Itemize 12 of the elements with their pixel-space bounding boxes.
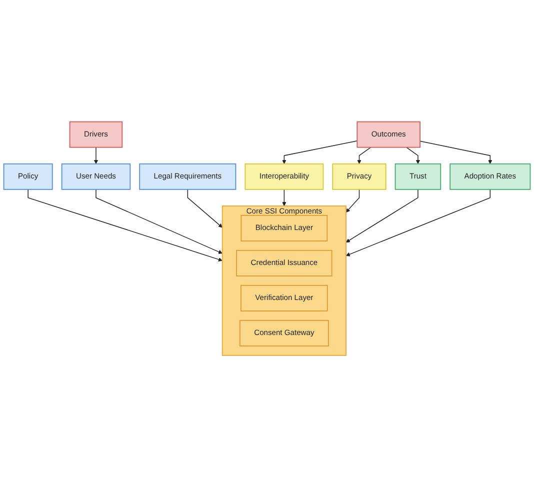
arrow bbox=[346, 188, 418, 242]
arrow bbox=[28, 188, 223, 262]
arrow bbox=[187, 188, 223, 228]
arrow bbox=[282, 188, 286, 206]
arrow bbox=[282, 140, 358, 164]
arrow bbox=[346, 188, 360, 212]
arrow bbox=[420, 140, 492, 164]
arrow bbox=[96, 188, 223, 254]
arrow bbox=[357, 146, 372, 164]
arrow bbox=[406, 146, 420, 164]
arrow bbox=[346, 188, 491, 256]
arrow bbox=[94, 146, 98, 164]
